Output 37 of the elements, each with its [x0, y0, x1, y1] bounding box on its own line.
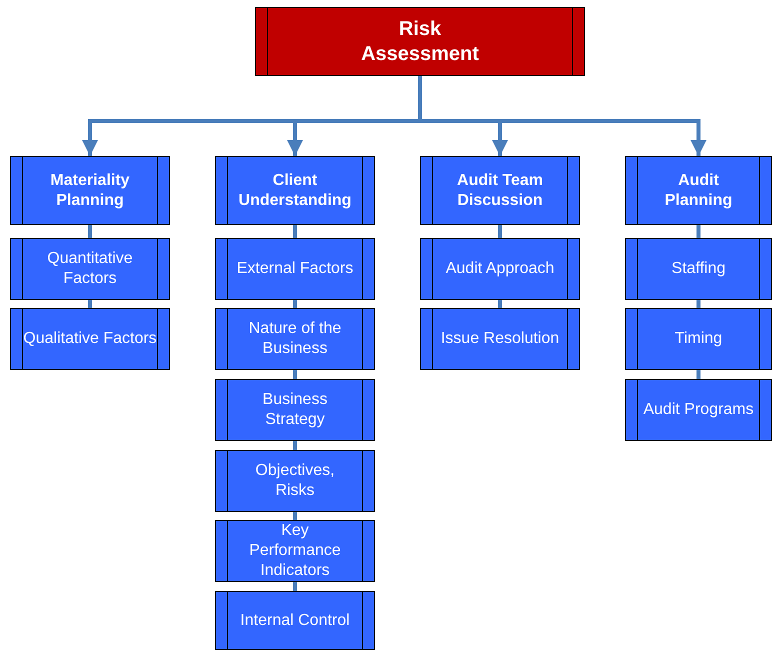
- item-box: [625, 238, 772, 300]
- box-label: Staffing: [672, 259, 726, 279]
- item-box: [215, 238, 375, 300]
- box-label: Audit Planning: [664, 170, 734, 210]
- box-label: Timing: [674, 329, 722, 349]
- category-box: [215, 156, 375, 225]
- box-label: Qualitative Factors: [23, 329, 157, 349]
- box-label: Audit Programs: [643, 400, 754, 420]
- box-label: Objectives, Risks: [254, 461, 336, 501]
- item-box: [215, 450, 375, 512]
- box-label: Issue Resolution: [440, 329, 560, 349]
- box-label: Business Strategy: [262, 390, 328, 430]
- item-box: [215, 379, 375, 441]
- item-box: [625, 308, 772, 370]
- item-box: [420, 238, 580, 300]
- item-box: [10, 308, 170, 370]
- box-label: Risk Assessment: [360, 16, 480, 66]
- box-label: Audit Approach: [446, 259, 554, 279]
- arrow: [418, 76, 706, 156]
- box-label: External Factors: [236, 259, 354, 279]
- item-box: [10, 238, 170, 300]
- title-box: [255, 7, 585, 76]
- box-label: Audit Team Discussion: [456, 170, 544, 210]
- item-box: [215, 308, 375, 370]
- item-box: [625, 379, 772, 441]
- box-label: Nature of the Business: [248, 319, 342, 359]
- category-box: [625, 156, 772, 225]
- category-box: [10, 156, 170, 225]
- box-label: Key Performance Indicators: [248, 521, 342, 581]
- box-label: Internal Control: [240, 610, 350, 630]
- category-box: [420, 156, 580, 225]
- box-label: Materiality Planning: [49, 170, 131, 210]
- item-box: [215, 591, 375, 650]
- item-box: [215, 520, 375, 582]
- box-label: Quantitative Factors: [46, 249, 134, 289]
- item-box: [420, 308, 580, 370]
- box-label: Client Understanding: [238, 170, 352, 210]
